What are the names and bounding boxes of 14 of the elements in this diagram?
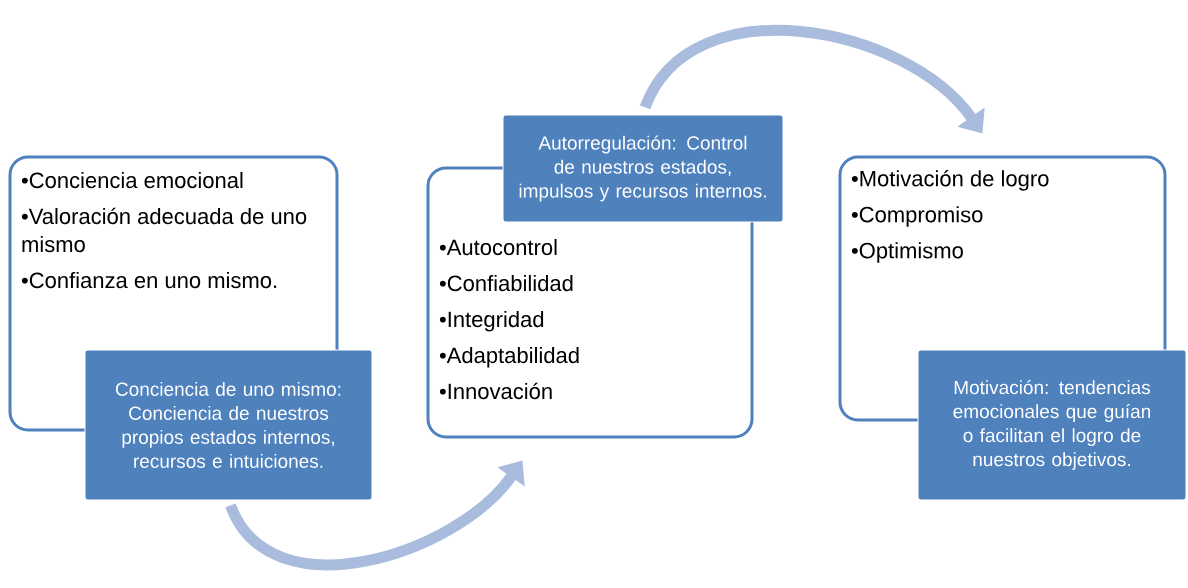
list-item: •Valoración adecuada de uno mismo (21, 207, 307, 253)
list-item: •Autocontrol (439, 239, 557, 256)
list-item: •Confiabilidad (439, 275, 573, 292)
heading-box: Conciencia de uno mismo: Conciencia de nuestros propios estados internos, recursos e intuiciones. (84, 349, 373, 501)
list-item: •Compromiso (851, 206, 983, 227)
list-item: •Conciencia emocional (21, 172, 243, 189)
heading-box: Autorregulación: Control de nuestros estados, impulsos y recursos internos. (502, 114, 784, 223)
list-item: •Confianza en uno mismo. (21, 272, 277, 289)
heading-box: Motivación: tendencias emocionales que guían o facilitan el logro de nuestros objetivos. (917, 349, 1187, 501)
list-item: •Optimismo (851, 242, 963, 263)
list-item: •Motivación de logro (851, 170, 1049, 191)
list-item: •Adaptabilidad (439, 347, 579, 368)
list-item: •Innovación (439, 382, 552, 400)
list-item: •Integridad (439, 311, 544, 332)
